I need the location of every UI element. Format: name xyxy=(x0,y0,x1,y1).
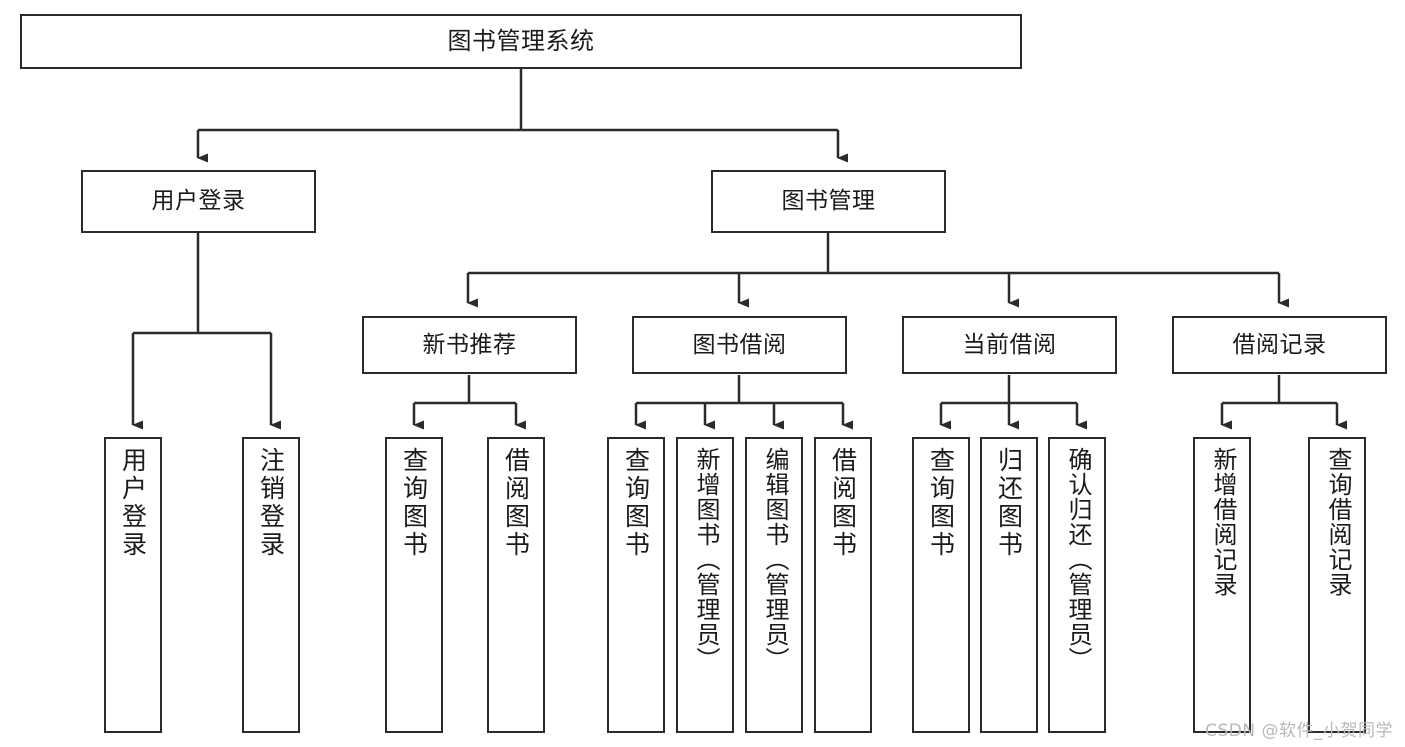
leaf-query-book-borrow[interactable]: 查询图书 xyxy=(607,437,665,733)
node-label: 图书管理 xyxy=(781,188,876,215)
node-label: 用户登录 xyxy=(118,447,148,559)
leaf-return-book[interactable]: 归还图书 xyxy=(980,437,1038,733)
node-label: 借阅图书 xyxy=(828,447,858,559)
node-label: 用户登录 xyxy=(151,188,246,215)
leaf-query-book-recommend[interactable]: 查询图书 xyxy=(385,437,443,733)
node-root-system[interactable]: 图书管理系统 xyxy=(20,14,1022,69)
node-label: 查询借阅记录 xyxy=(1323,447,1352,597)
node-label: 当前借阅 xyxy=(962,331,1057,358)
watermark-text: CSDN @软件_小贺同学 xyxy=(1205,721,1393,741)
node-label: 图书借阅 xyxy=(692,331,787,358)
leaf-query-borrow-record[interactable]: 查询借阅记录 xyxy=(1308,437,1366,733)
node-book-management[interactable]: 图书管理 xyxy=(711,170,946,233)
leaf-query-book-current[interactable]: 查询图书 xyxy=(912,437,970,733)
node-borrow-record[interactable]: 借阅记录 xyxy=(1172,316,1387,374)
node-label: 新书推荐 xyxy=(422,331,517,358)
node-label: 借阅图书 xyxy=(501,447,531,559)
node-label: 查询图书 xyxy=(621,447,651,559)
leaf-borrow-book[interactable]: 借阅图书 xyxy=(814,437,872,733)
node-label: 图书管理系统 xyxy=(447,26,595,55)
node-label: 查询图书 xyxy=(399,447,429,559)
node-label: 新增图书（管理员） xyxy=(691,447,720,672)
node-new-book-recommend[interactable]: 新书推荐 xyxy=(362,316,577,374)
leaf-confirm-return-admin[interactable]: 确认归还（管理员） xyxy=(1048,437,1106,733)
leaf-borrow-book-recommend[interactable]: 借阅图书 xyxy=(487,437,545,733)
node-label: 确认归还（管理员） xyxy=(1063,447,1092,672)
leaf-add-borrow-record[interactable]: 新增借阅记录 xyxy=(1193,437,1251,733)
leaf-edit-book-admin[interactable]: 编辑图书（管理员） xyxy=(745,437,803,733)
node-current-borrow[interactable]: 当前借阅 xyxy=(902,316,1117,374)
leaf-add-book-admin[interactable]: 新增图书（管理员） xyxy=(676,437,734,733)
node-label: 借阅记录 xyxy=(1232,331,1327,358)
node-label: 注销登录 xyxy=(256,447,286,559)
node-book-borrow[interactable]: 图书借阅 xyxy=(632,316,847,374)
leaf-user-login[interactable]: 用户登录 xyxy=(104,437,162,733)
node-label: 编辑图书（管理员） xyxy=(760,447,789,672)
node-label: 新增借阅记录 xyxy=(1208,447,1237,597)
node-user-login[interactable]: 用户登录 xyxy=(81,170,316,233)
node-label: 归还图书 xyxy=(994,447,1024,559)
node-label: 查询图书 xyxy=(926,447,956,559)
leaf-logout[interactable]: 注销登录 xyxy=(242,437,300,733)
